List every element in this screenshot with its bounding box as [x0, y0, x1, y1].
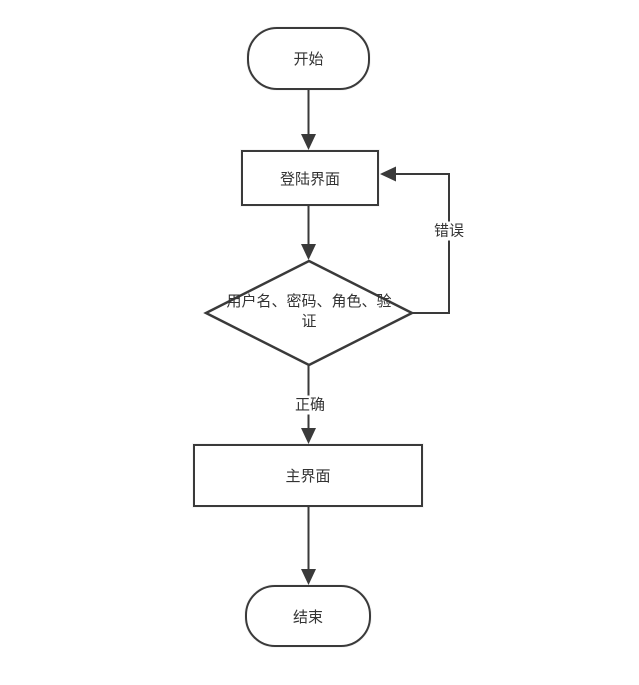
edge-label-correct: 正确 — [292, 395, 328, 415]
node-start-label: 开始 — [293, 51, 324, 68]
node-main-label: 主界面 — [285, 468, 331, 485]
edge-decision-login-error — [394, 173, 450, 314]
arrowhead-left-icon — [380, 166, 396, 182]
arrowhead-down-icon — [301, 244, 316, 260]
edge-label-error: 错误 — [431, 221, 467, 241]
arrowhead-down-icon — [301, 134, 316, 150]
node-login-screen: 登陆界面 — [241, 150, 379, 206]
arrowhead-down-icon — [301, 569, 316, 585]
node-login-label: 登陆界面 — [279, 170, 340, 188]
node-end-label: 结束 — [292, 608, 323, 626]
node-decision-label: 用户名、密码、角色、验证 — [226, 293, 392, 330]
decision-diamond-shape — [203, 259, 415, 367]
node-end: 结束 — [245, 585, 371, 647]
node-main-screen: 主界面 — [193, 444, 423, 507]
node-start: 开始 — [247, 27, 370, 90]
arrowhead-down-icon — [301, 428, 316, 444]
